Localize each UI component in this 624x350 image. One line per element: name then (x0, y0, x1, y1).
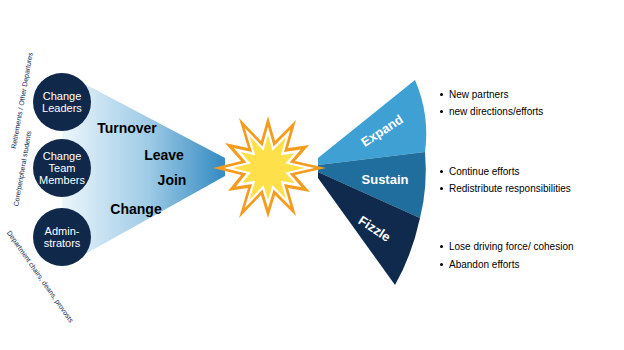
bullet-dot (440, 170, 443, 173)
bullet-dot (440, 263, 443, 266)
bullet-item: Redistribute responsibilities (449, 183, 571, 194)
flow-word: Change (110, 201, 161, 217)
band-text: Expand (356, 110, 407, 150)
band-text: Fizzle (354, 211, 396, 245)
admin-circle: Admin- strators (33, 208, 91, 266)
leader-circle: Change Leaders (33, 73, 91, 131)
bullet-dot (440, 110, 443, 113)
bullet-dot (440, 187, 443, 190)
circle-text: Admin- strators (38, 225, 86, 249)
fizzle-band-label: Fizzle (353, 211, 396, 247)
circle-text: Change Leaders (38, 90, 86, 114)
bullet-item: Abandon efforts (449, 259, 519, 270)
starburst (213, 116, 326, 218)
sustain-band-label: Sustain (360, 172, 411, 189)
band-text: Sustain (360, 172, 411, 187)
expand-band (318, 80, 426, 165)
bullet-item: New partners (449, 89, 508, 100)
member-circle: Change Team Members (33, 139, 91, 197)
bullet-item: new directions/efforts (449, 106, 543, 117)
bullet-item: Lose driving force/ cohesion (449, 241, 574, 252)
expand-band-label: Expand (356, 110, 408, 152)
bullet-item: Continue efforts (449, 166, 519, 177)
bullet-dot (440, 93, 443, 96)
flow-word: Leave (144, 147, 184, 163)
flow-word: Join (158, 172, 187, 188)
bullet-dot (440, 245, 443, 248)
flow-word: Turnover (97, 120, 157, 136)
fizzle-band (318, 172, 420, 285)
circle-text: Change Team Members (38, 150, 86, 186)
